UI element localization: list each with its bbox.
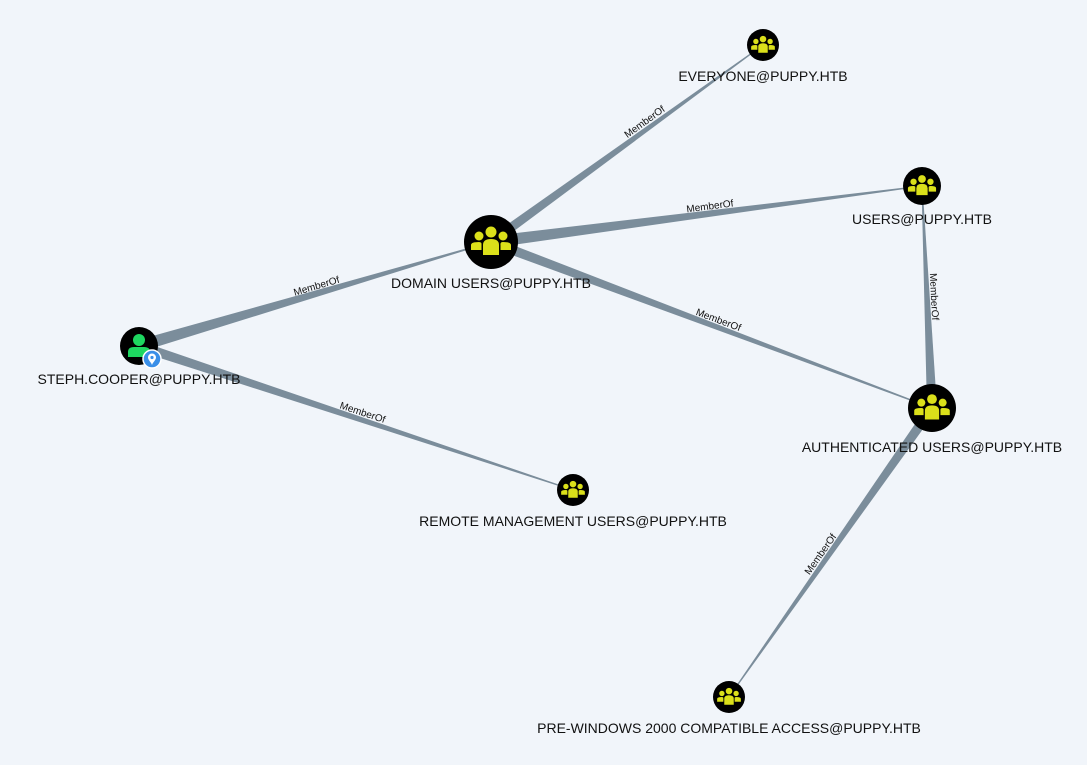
node-prewin2000[interactable]: PRE-WINDOWS 2000 COMPATIBLE ACCESS@PUPPY… [537,681,921,736]
node-icon-wrap [717,687,741,705]
node-label: REMOTE MANAGEMENT USERS@PUPPY.HTB [419,513,727,529]
edge-line[interactable] [921,186,938,409]
node-label: PRE-WINDOWS 2000 COMPATIBLE ACCESS@PUPPY… [537,720,921,736]
node-users[interactable]: USERS@PUPPY.HTB [852,167,992,227]
group-icon [907,175,937,196]
group-icon [751,35,775,53]
edge-line[interactable] [137,341,574,491]
location-pin-icon [142,349,162,369]
group-icon [914,394,950,420]
node-icon-wrap [914,394,950,420]
edge-label: MemberOf [803,532,839,577]
edge-domain_users-auth_users[interactable]: MemberOf [489,237,933,409]
group-icon [717,687,741,705]
node-steph[interactable]: STEPH.COOPER@PUPPY.HTB [38,327,241,387]
edge-line[interactable] [728,405,937,698]
edge-auth_users-users[interactable]: MemberOf [921,186,941,409]
edge-line[interactable] [490,185,923,248]
node-remote_mgmt[interactable]: REMOTE MANAGEMENT USERS@PUPPY.HTB [419,474,727,529]
node-label: EVERYONE@PUPPY.HTB [678,68,847,84]
node-domain_users[interactable]: DOMAIN USERS@PUPPY.HTB [391,215,591,291]
group-icon [561,480,585,498]
owned-marker [142,349,162,369]
node-label: AUTHENTICATED USERS@PUPPY.HTB [802,439,1062,455]
node-label: USERS@PUPPY.HTB [852,211,992,227]
edge-line[interactable] [488,44,764,246]
edge-line[interactable] [489,237,933,409]
edge-steph-remote_mgmt[interactable]: MemberOf [137,341,574,491]
group-icon [471,226,511,255]
edge-label: MemberOf [623,104,668,141]
edge-steph-domain_users[interactable]: MemberOf [137,241,492,352]
edge-line[interactable] [137,241,492,352]
node-label: STEPH.COOPER@PUPPY.HTB [38,371,241,387]
node-icon-wrap [471,226,511,255]
node-icon-wrap [561,480,585,498]
node-icon-wrap [751,35,775,53]
edge-label: MemberOf [927,273,940,321]
edge-domain_users-users[interactable]: MemberOf [490,185,923,248]
node-auth_users[interactable]: AUTHENTICATED USERS@PUPPY.HTB [802,384,1062,455]
node-everyone[interactable]: EVERYONE@PUPPY.HTB [678,29,848,84]
edges-layer: MemberOfMemberOfMemberOfMemberOfMemberOf… [137,44,941,698]
node-label: DOMAIN USERS@PUPPY.HTB [391,275,591,291]
node-icon-wrap [907,175,937,196]
nodes-layer: DOMAIN USERS@PUPPY.HTB EVERYONE@PUPPY.HTB… [38,29,1062,736]
